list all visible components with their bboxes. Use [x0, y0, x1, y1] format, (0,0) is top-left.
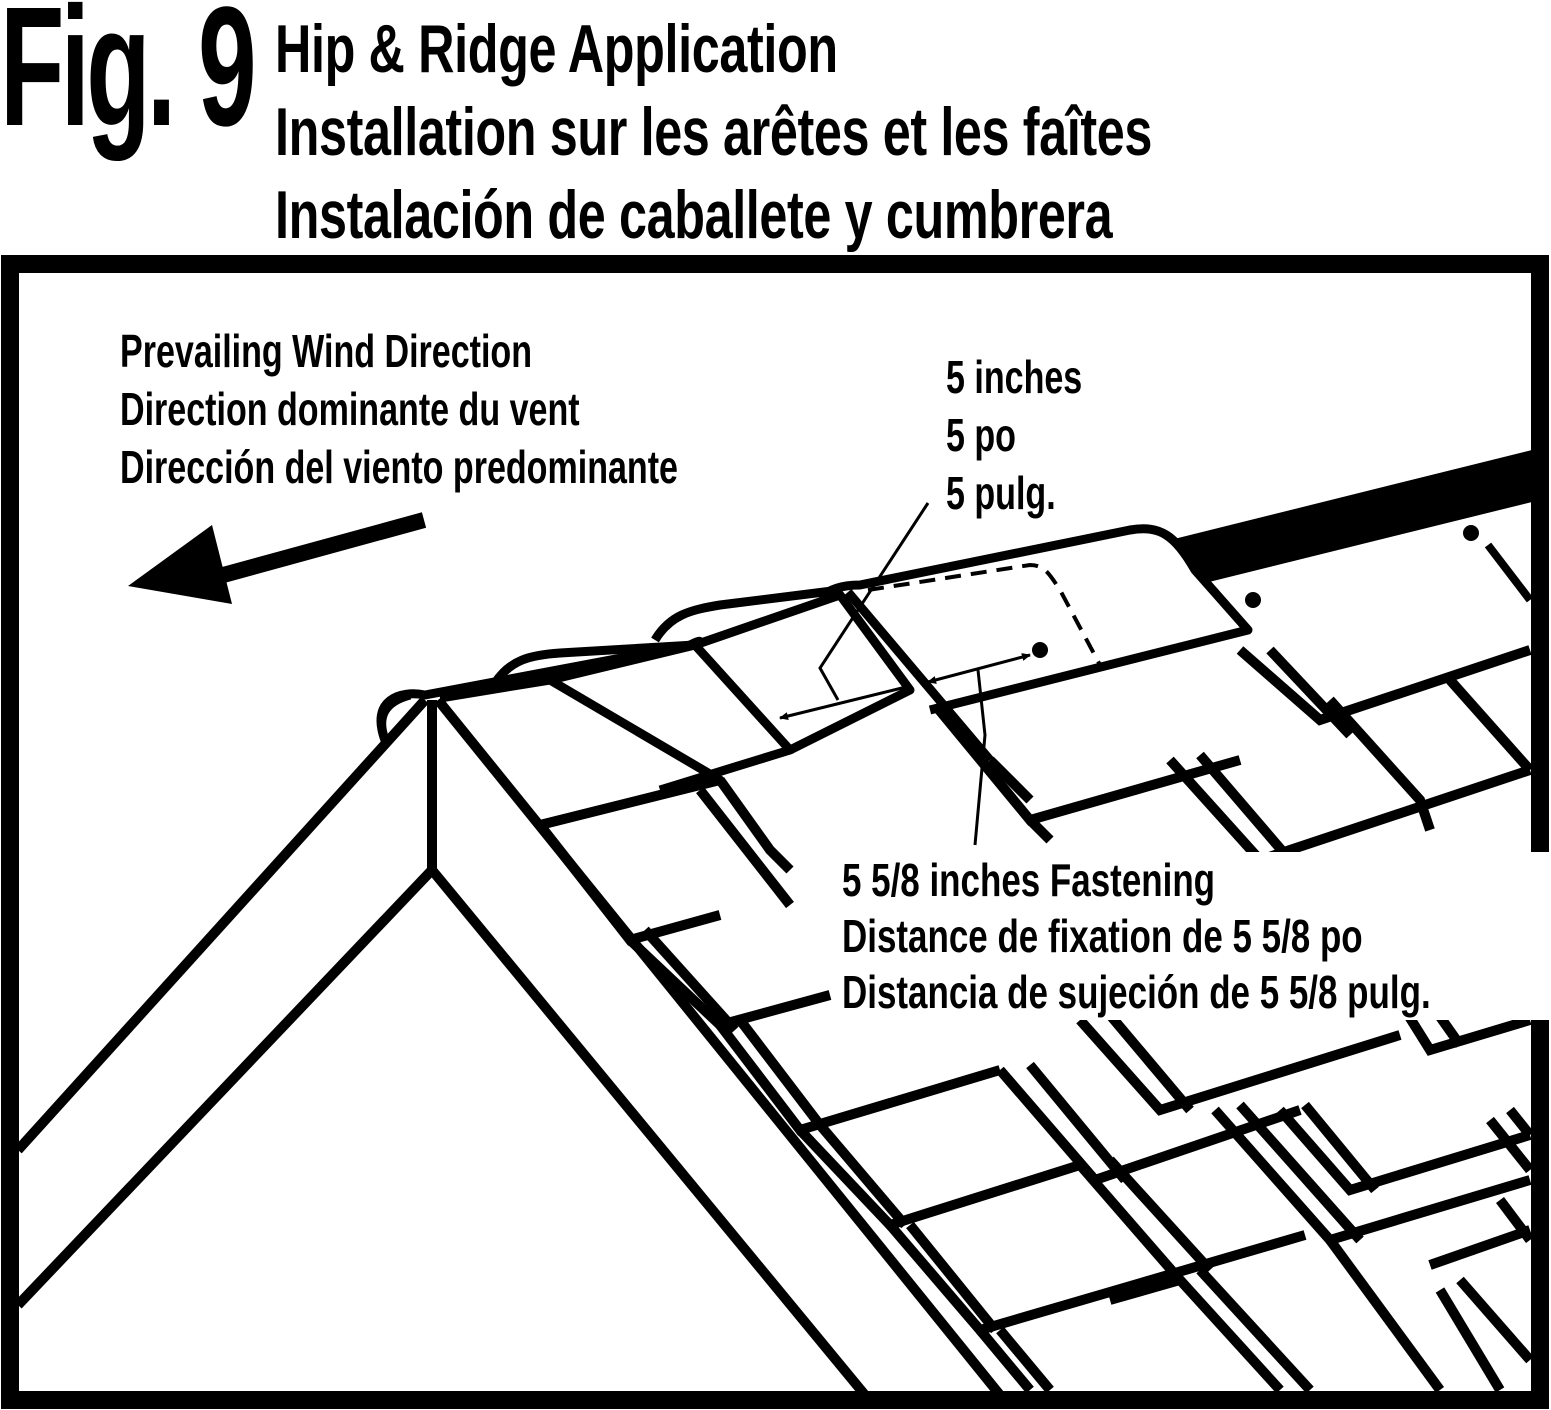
dimension-lines — [779, 502, 1031, 846]
fastening-spanish: Distancia de sujeción de 5 5/8 pulg. — [842, 966, 1431, 1018]
title-english: Hip & Ridge Application — [275, 11, 838, 87]
figure-label: Fig. 9 — [0, 0, 257, 162]
nail-markers — [1032, 525, 1479, 658]
shingle-courses — [536, 645, 1534, 1394]
exposure-label: 5 inches 5 po 5 pulg. — [946, 348, 1130, 522]
fastening-french: Distance de fixation de 5 5/8 po — [842, 910, 1363, 962]
wind-english: Prevailing Wind Direction — [120, 325, 533, 377]
title-block: Hip & Ridge Application Installation sur… — [275, 8, 1460, 257]
wind-direction-label: Prevailing Wind Direction Direction domi… — [120, 322, 874, 496]
ridge-strip — [1170, 448, 1540, 583]
ridge-caps — [376, 524, 1253, 830]
arrow-left-down-icon — [128, 512, 427, 604]
fastening-english: 5 5/8 inches Fastening — [842, 854, 1216, 906]
exposure-french: 5 po — [946, 409, 1016, 461]
title-spanish: Instalación de caballete y cumbrera — [275, 177, 1113, 253]
wind-french: Direction dominante du vent — [120, 383, 580, 435]
frame-border — [1, 255, 1549, 1409]
gable-end — [14, 696, 1004, 1399]
fastening-label: 5 5/8 inches Fastening Distance de fixat… — [838, 852, 1551, 1020]
exposure-english: 5 inches — [946, 351, 1083, 403]
exposure-spanish: 5 pulg. — [946, 467, 1056, 519]
wind-spanish: Dirección del viento predominante — [120, 441, 678, 493]
title-french: Installation sur les arêtes et les faîte… — [275, 94, 1153, 170]
hidden-cap-outline — [867, 562, 1102, 666]
